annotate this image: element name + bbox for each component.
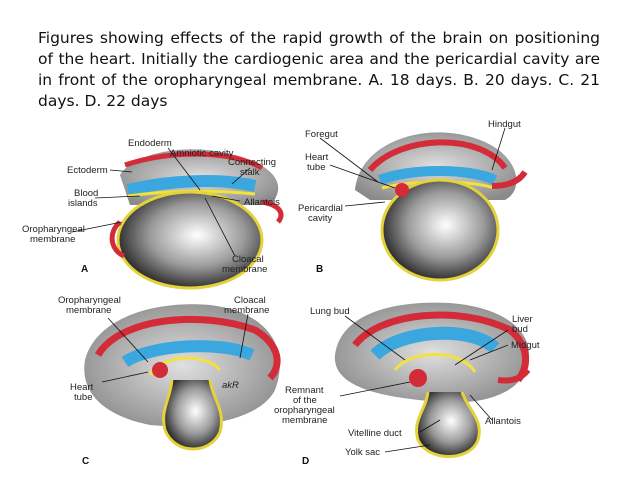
- label-hindgut-b: Hindgut: [488, 119, 521, 130]
- allantois-d: [497, 368, 531, 384]
- label-midgut-d: Midgut: [511, 340, 540, 351]
- label-heart-b: Heart: [305, 152, 329, 163]
- label-cloacal-c: Cloacal: [234, 295, 266, 306]
- label-stalk-a: stalk: [240, 167, 260, 178]
- label-cloacal-membrane-c: membrane: [224, 305, 269, 316]
- label-vitelline-d: Vitelline duct: [348, 428, 402, 439]
- label-cavity-b: cavity: [308, 213, 333, 224]
- heart-tube-d: [409, 369, 427, 387]
- label-oro-membrane-c: membrane: [66, 305, 111, 316]
- panel-d: Lung bud Liver bud Midgut Remnant of the…: [274, 302, 540, 467]
- endoderm-layer-d: [393, 353, 477, 373]
- label-allantois-a: Allantois: [244, 197, 280, 208]
- amniotic-cavity-b: [378, 166, 498, 185]
- label-lung-bud-d: Lung bud: [310, 306, 350, 317]
- label-of-the-d: of the: [293, 395, 317, 406]
- label-membrane-d: membrane: [282, 415, 327, 426]
- label-liver-d: Liver: [512, 314, 533, 325]
- label-oro-membrane-a: membrane: [30, 234, 75, 245]
- amniotic-cavity-d: [370, 326, 500, 360]
- panel-letter-c: C: [82, 456, 89, 467]
- yolk-sac-c: [162, 379, 223, 451]
- ectoderm-layer-c: [94, 315, 281, 381]
- yolk-sac-d: [415, 391, 481, 458]
- signature-c: akR: [222, 380, 239, 391]
- ectoderm-layer-a: [124, 151, 264, 171]
- label-heart-c: Heart: [70, 382, 94, 393]
- yolk-sac-b: [380, 178, 500, 282]
- panel-b: Foregut Hindgut Heart tube Pericardial c…: [298, 119, 528, 282]
- ectoderm-layer-b: [367, 139, 508, 173]
- panel-letter-b: B: [316, 264, 323, 275]
- label-allantois-d: Allantois: [485, 416, 521, 427]
- yolk-sac-a: [116, 190, 264, 290]
- label-tube-c: tube: [74, 392, 93, 403]
- amnion-shell-c: [84, 304, 280, 427]
- heart-tube-c: [152, 362, 168, 378]
- panel-letter-d: D: [302, 456, 309, 467]
- panel-letter-a: A: [81, 264, 88, 275]
- amniotic-cavity-a: [126, 175, 257, 196]
- allantois-b: [491, 170, 528, 189]
- label-tube-b: tube: [307, 162, 326, 173]
- amniotic-cavity-c: [121, 340, 255, 368]
- label-foregut-b: Foregut: [305, 129, 338, 140]
- label-remnant-d: Remnant: [285, 385, 324, 396]
- label-cloacal-membrane-a: membrane: [222, 264, 267, 275]
- panel-a: Endoderm Amniotic cavity Connecting stal…: [22, 138, 284, 290]
- label-endoderm-a: Endoderm: [128, 138, 172, 149]
- label-amniotic-cavity-a: Amniotic cavity: [170, 148, 234, 159]
- label-cloacal-a: Cloacal: [232, 254, 264, 265]
- label-bud-d: bud: [512, 324, 528, 335]
- label-blood-a: Blood: [74, 188, 98, 199]
- label-oro-c: Oropharyngeal: [58, 295, 121, 306]
- heart-tube-b: [395, 183, 409, 197]
- label-ectoderm-a: Ectoderm: [67, 165, 108, 176]
- ectoderm-layer-d: [352, 311, 529, 383]
- label-connecting-a: Connecting: [228, 157, 276, 168]
- label-oro-a: Oropharyngeal: [22, 224, 85, 235]
- panel-c: Oropharyngeal membrane Cloacal membrane …: [58, 295, 281, 467]
- label-oropharyngeal-d: oropharyngeal: [274, 405, 335, 416]
- label-pericardial-b: Pericardial: [298, 203, 343, 214]
- label-yolk-sac-d: Yolk sac: [345, 447, 380, 458]
- label-islands-a: islands: [68, 198, 98, 209]
- figure-caption: Figures showing effects of the rapid gro…: [38, 28, 600, 110]
